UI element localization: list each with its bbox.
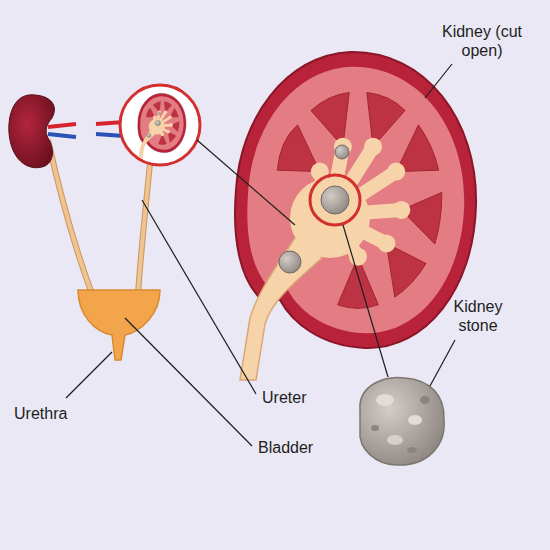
part-label: Urethra <box>14 404 94 423</box>
leader-line <box>66 64 455 446</box>
kidney-stone <box>321 186 349 214</box>
bladder <box>78 290 160 360</box>
left-ureter <box>48 140 92 294</box>
leader-line <box>430 340 455 386</box>
leader-line <box>142 200 256 394</box>
stone-texture <box>376 394 394 406</box>
calyx-cup <box>364 138 382 156</box>
kidney-stone <box>335 145 349 159</box>
kidney-stone-enlarged <box>360 377 444 465</box>
renal-pyramid <box>277 125 320 172</box>
leader-line <box>125 318 252 446</box>
kidney-stone <box>279 251 301 273</box>
renal-artery <box>48 124 76 127</box>
kidney-cross-section <box>235 52 476 380</box>
right-ureter <box>138 163 150 294</box>
ureter <box>240 230 322 380</box>
stone-label: Kidney stone <box>438 297 518 335</box>
highlight-ring <box>310 175 360 225</box>
inset-circle <box>120 85 200 165</box>
renal-pyramid <box>386 243 426 297</box>
calyx-cup <box>387 163 405 181</box>
stone-texture <box>420 396 430 404</box>
inset-kidney <box>138 93 186 159</box>
stone-texture <box>371 425 379 431</box>
part-label: Ureter <box>262 388 332 407</box>
renal-pyramid <box>401 192 441 244</box>
leader-line <box>425 64 452 98</box>
leader-line <box>343 225 388 377</box>
leader-line <box>197 140 295 225</box>
stone-texture <box>408 415 422 425</box>
inset-circle <box>120 85 200 165</box>
calyx-cup <box>377 234 395 252</box>
calyx-cup <box>392 201 410 219</box>
stone-texture <box>387 435 403 445</box>
part-label: Bladder <box>258 438 348 457</box>
renal-vein <box>48 134 76 137</box>
leader-line <box>66 352 112 398</box>
organ-label: Kidney (cut open) <box>437 22 527 60</box>
stone-texture <box>407 447 417 453</box>
left-ureter <box>48 140 92 294</box>
right-ureter <box>138 163 150 294</box>
renal-pyramid <box>396 125 439 172</box>
kidney-stone-enlarged <box>360 377 444 465</box>
small-kidney <box>9 95 55 168</box>
inset-kidney <box>138 93 186 159</box>
